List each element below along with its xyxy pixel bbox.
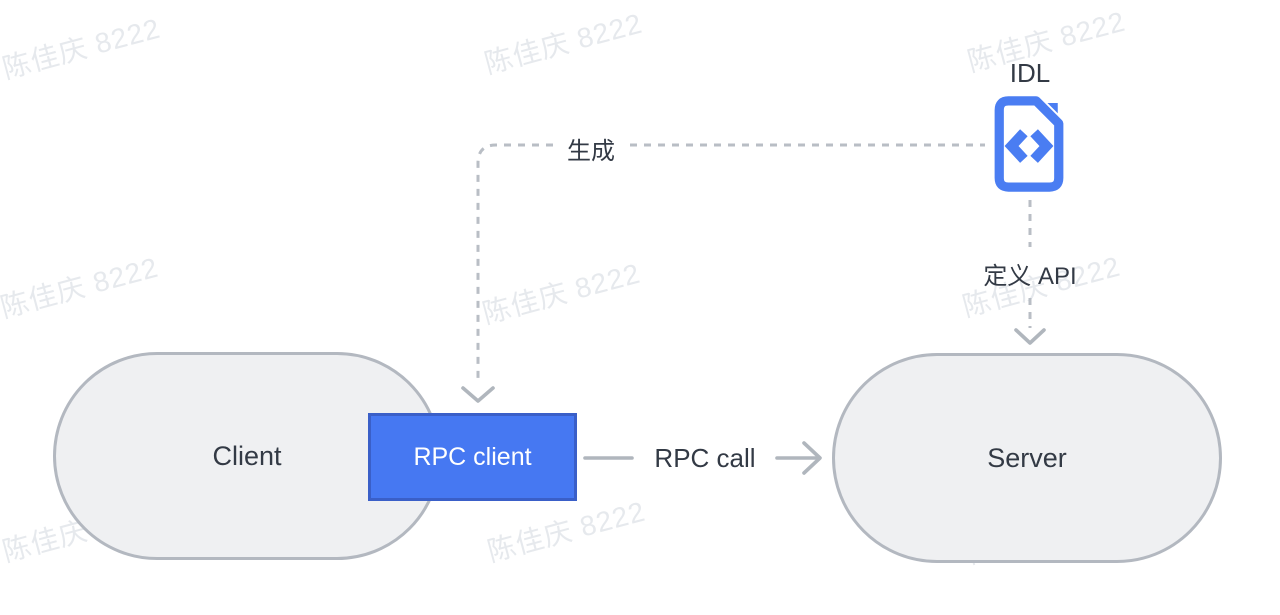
edge-label-generate: 生成 [567, 138, 615, 165]
client-node-label: Client [212, 440, 282, 471]
server-node[interactable]: Server [832, 353, 1222, 563]
rpc-client-node-label: RPC client [413, 442, 532, 471]
generate-arrowhead-icon [461, 386, 495, 403]
idl-node-label: IDL [1009, 58, 1051, 88]
rpc-call-arrowhead-icon [802, 441, 822, 475]
rpc-client-node[interactable]: RPC client [368, 413, 577, 501]
edge-label-define-api: 定义 API [983, 263, 1077, 290]
server-node-label: Server [987, 442, 1067, 473]
edge-label-rpc-call: RPC call [654, 443, 756, 473]
code-file-icon[interactable] [990, 94, 1068, 194]
define-api-arrowhead-icon [1014, 328, 1046, 345]
generate-edge-line [476, 143, 985, 384]
